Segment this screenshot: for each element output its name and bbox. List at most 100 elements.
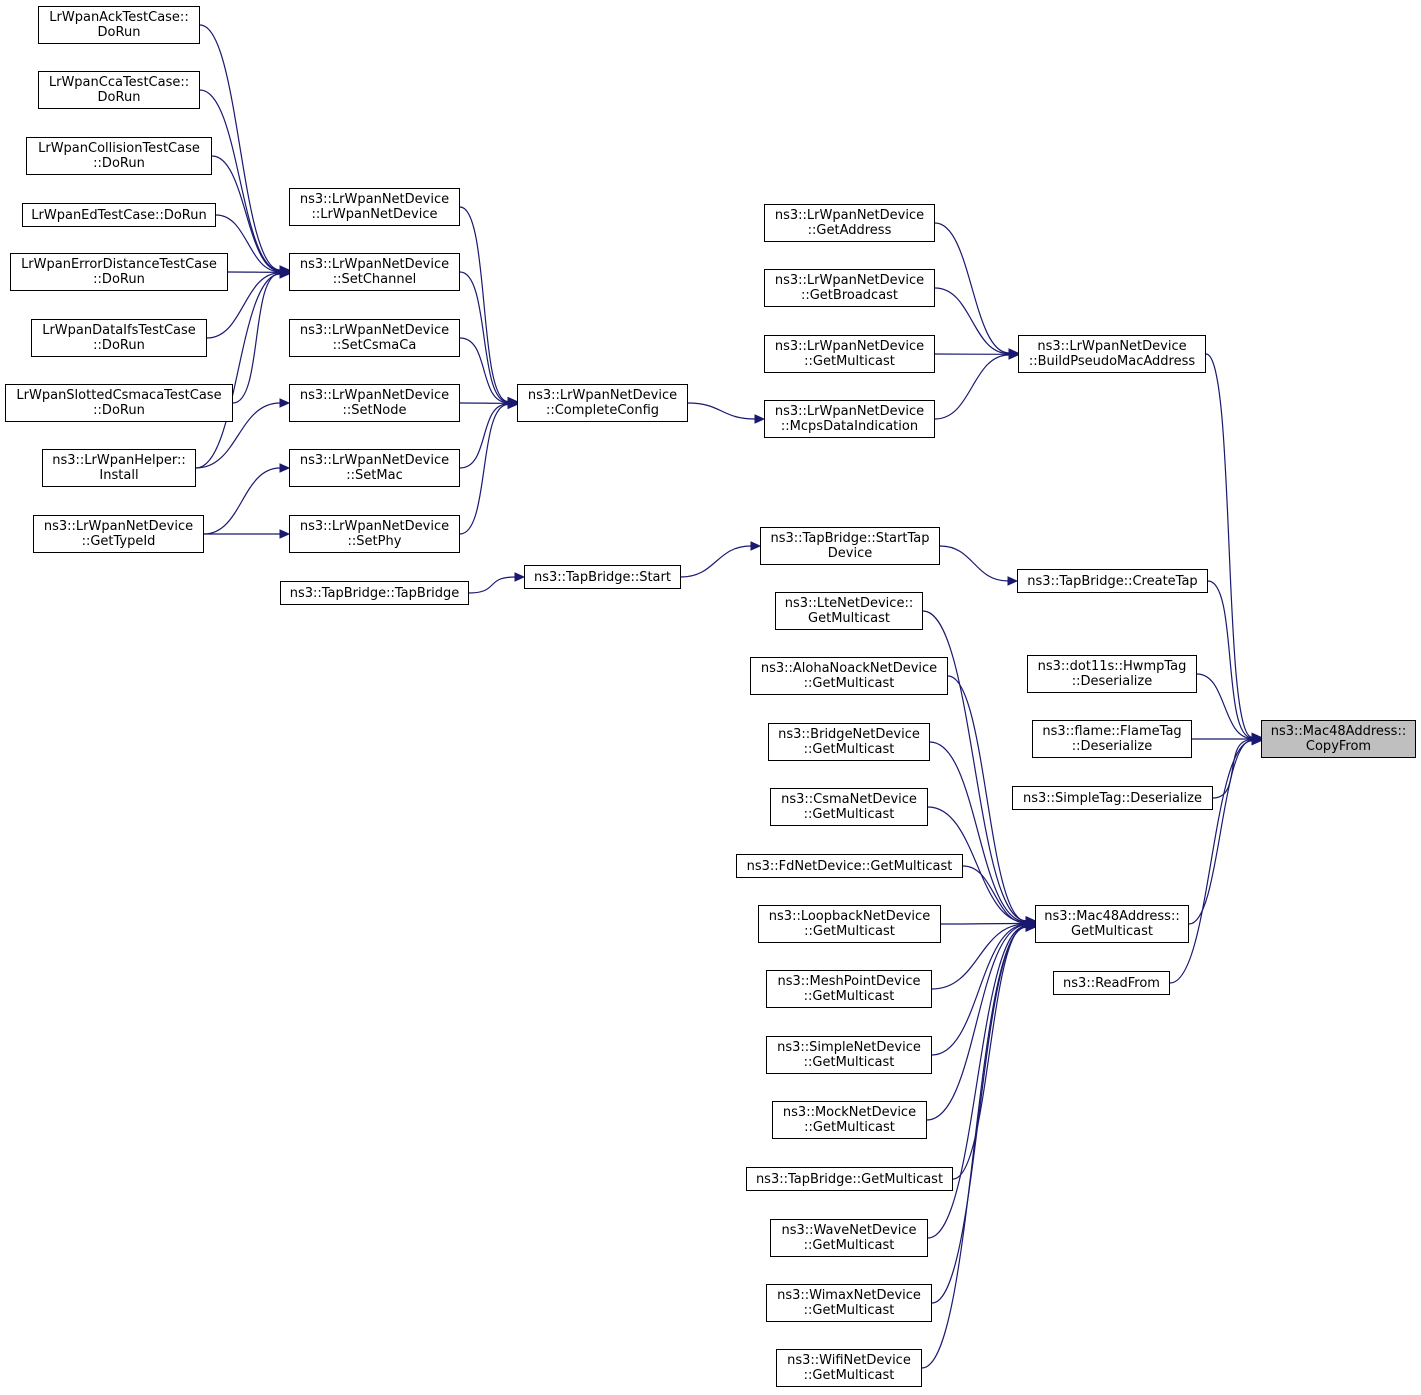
node-loopback[interactable]: ns3::LoopbackNetDevice::GetMulticast <box>758 905 941 943</box>
node-readfrom[interactable]: ns3::ReadFrom <box>1053 971 1170 995</box>
node-flame[interactable]: ns3::flame::FlameTag::Deserialize <box>1032 720 1192 758</box>
node-setchannel[interactable]: ns3::LrWpanNetDevice::SetChannel <box>289 253 460 291</box>
node-label-line: ns3::TapBridge::TapBridge <box>289 585 460 601</box>
node-label-line: ns3::TapBridge::GetMulticast <box>755 1171 944 1187</box>
edge-ed-to-setchannel <box>215 214 281 273</box>
node-copyfrom[interactable]: ns3::Mac48Address::CopyFrom <box>1261 720 1416 758</box>
arrowhead-icon <box>514 572 526 582</box>
node-wimax[interactable]: ns3::WimaxNetDevice::GetMulticast <box>766 1284 932 1322</box>
node-label-line: ::McpsDataIndication <box>780 419 919 434</box>
node-label-line: ns3::LrWpanNetDevice <box>299 519 450 534</box>
node-mesh[interactable]: ns3::MeshPointDevice::GetMulticast <box>766 970 932 1008</box>
node-label-line: ::SetCsmaCa <box>332 338 417 353</box>
arrowhead-icon <box>1007 576 1019 586</box>
edge-helper-to-setnode <box>195 402 281 469</box>
edge-wifi-to-mac48mcast <box>921 926 1027 1369</box>
node-label-line: ::GetMulticast <box>803 1368 895 1383</box>
node-label-line: ns3::CsmaNetDevice <box>781 792 917 807</box>
edge-typeid-to-setmac <box>203 467 281 535</box>
node-label-line: ns3::WimaxNetDevice <box>777 1288 921 1303</box>
node-ed[interactable]: LrWpanEdTestCase::DoRun <box>22 203 216 227</box>
arrowhead-icon <box>754 414 766 424</box>
node-mac48mcast[interactable]: ns3::Mac48Address::GetMulticast <box>1035 905 1189 943</box>
node-setnode[interactable]: ns3::LrWpanNetDevice::SetNode <box>289 384 460 422</box>
node-ack[interactable]: LrWpanAckTestCase::DoRun <box>38 6 200 44</box>
node-tapctor[interactable]: ns3::TapBridge::TapBridge <box>280 581 469 605</box>
node-setmac[interactable]: ns3::LrWpanNetDevice::SetMac <box>289 449 460 487</box>
node-label-line: ns3::TapBridge::StartTap <box>770 531 930 546</box>
node-ctor[interactable]: ns3::LrWpanNetDevice::LrWpanNetDevice <box>289 188 460 226</box>
node-label-line: ::GetBroadcast <box>800 288 899 303</box>
node-wifi[interactable]: ns3::WifiNetDevice::GetMulticast <box>776 1349 922 1387</box>
node-buildpseudo[interactable]: ns3::LrWpanNetDevice::BuildPseudoMacAddr… <box>1018 335 1206 373</box>
node-cca[interactable]: LrWpanCcaTestCase::DoRun <box>38 71 200 109</box>
edge-starttap-to-createtap <box>939 545 1009 582</box>
node-fd[interactable]: ns3::FdNetDevice::GetMulticast <box>736 854 963 878</box>
edge-complete-to-mcps <box>687 402 756 420</box>
edge-ifs-to-setchannel <box>206 272 281 339</box>
node-label-line: ::DoRun <box>93 156 145 171</box>
node-label-line: LrWpanCcaTestCase:: <box>48 75 190 90</box>
node-label-line: Install <box>99 468 139 483</box>
node-tapmcast[interactable]: ns3::TapBridge::GetMulticast <box>746 1167 953 1191</box>
edge-simple-to-mac48mcast <box>931 923 1027 1056</box>
node-ifs[interactable]: LrWpanDataIfsTestCase::DoRun <box>31 319 207 357</box>
edge-hwmp-to-copyfrom <box>1196 673 1253 740</box>
arrowhead-icon <box>1025 922 1037 933</box>
node-createtap[interactable]: ns3::TapBridge::CreateTap <box>1017 569 1208 593</box>
node-label-line: ::Deserialize <box>1071 739 1153 754</box>
edge-bridge-to-mac48mcast <box>929 741 1027 923</box>
node-aloha[interactable]: ns3::AlohaNoackNetDevice::GetMulticast <box>750 657 948 695</box>
node-typeid[interactable]: ns3::LrWpanNetDevice::GetTypeId <box>33 515 204 553</box>
node-label-line: CopyFrom <box>1305 739 1372 754</box>
arrowhead-icon <box>279 398 291 408</box>
edge-tapctor-to-tapstart <box>468 576 516 594</box>
edge-aloha-to-mac48mcast <box>947 675 1027 922</box>
node-label-line: LrWpanErrorDistanceTestCase <box>21 257 217 272</box>
edge-loopback-to-mac48mcast <box>940 922 1027 925</box>
arrowhead-icon <box>279 529 291 539</box>
node-label-line: ns3::MeshPointDevice <box>777 974 921 989</box>
edge-readfrom-to-copyfrom <box>1169 740 1253 984</box>
node-label-line: ::DoRun <box>93 272 145 287</box>
node-label-line: ::SetPhy <box>347 534 402 549</box>
node-label-line: ::GetMulticast <box>803 742 895 757</box>
node-setcsma[interactable]: ns3::LrWpanNetDevice::SetCsmaCa <box>289 319 460 357</box>
node-label-line: ns3::LrWpanNetDevice <box>299 388 450 403</box>
node-getaddress[interactable]: ns3::LrWpanNetDevice::GetAddress <box>764 204 935 242</box>
node-label-line: ::Deserialize <box>1071 674 1153 689</box>
edge-simpletag-to-copyfrom <box>1212 738 1253 799</box>
node-getbcast[interactable]: ns3::LrWpanNetDevice::GetBroadcast <box>764 269 935 307</box>
node-collision[interactable]: LrWpanCollisionTestCase::DoRun <box>26 137 212 175</box>
node-tapstart[interactable]: ns3::TapBridge::Start <box>524 565 681 589</box>
node-complete[interactable]: ns3::LrWpanNetDevice::CompleteConfig <box>517 384 688 422</box>
node-label-line: ns3::TapBridge::Start <box>534 569 671 585</box>
node-label-line: ns3::BridgeNetDevice <box>778 727 920 742</box>
node-slotted[interactable]: LrWpanSlottedCsmacaTestCase::DoRun <box>5 384 233 422</box>
node-simpletag[interactable]: ns3::SimpleTag::Deserialize <box>1012 786 1213 810</box>
node-getmcast[interactable]: ns3::LrWpanNetDevice::GetMulticast <box>764 335 935 373</box>
node-errdist[interactable]: LrWpanErrorDistanceTestCase::DoRun <box>10 253 228 291</box>
node-label-line: DoRun <box>97 25 141 40</box>
node-helper[interactable]: ns3::LrWpanHelper::Install <box>42 449 196 487</box>
node-bridge[interactable]: ns3::BridgeNetDevice::GetMulticast <box>768 723 930 761</box>
node-label-line: ::BuildPseudoMacAddress <box>1028 354 1196 369</box>
node-wave[interactable]: ns3::WaveNetDevice::GetMulticast <box>770 1219 928 1257</box>
node-label-line: ::SetNode <box>342 403 407 418</box>
node-lte[interactable]: ns3::LteNetDevice::GetMulticast <box>775 592 923 630</box>
node-label-line: ns3::LrWpanNetDevice <box>774 339 925 354</box>
node-label-line: ns3::Mac48Address:: <box>1044 909 1180 924</box>
node-hwmp[interactable]: ns3::dot11s::HwmpTag::Deserialize <box>1027 655 1197 693</box>
node-mock[interactable]: ns3::MockNetDevice::GetMulticast <box>772 1101 927 1139</box>
node-label-line: ::SetMac <box>346 468 403 483</box>
edge-mac48mcast-to-copyfrom <box>1188 739 1253 925</box>
node-csma[interactable]: ns3::CsmaNetDevice::GetMulticast <box>770 788 928 826</box>
node-simple[interactable]: ns3::SimpleNetDevice::GetMulticast <box>766 1036 932 1074</box>
node-setphy[interactable]: ns3::LrWpanNetDevice::SetPhy <box>289 515 460 553</box>
node-mcps[interactable]: ns3::LrWpanNetDevice::McpsDataIndication <box>764 400 935 438</box>
edge-fd-to-mac48mcast <box>962 865 1027 924</box>
node-label-line: ns3::LrWpanNetDevice <box>43 519 194 534</box>
node-label-line: ns3::LrWpanNetDevice <box>527 388 678 403</box>
